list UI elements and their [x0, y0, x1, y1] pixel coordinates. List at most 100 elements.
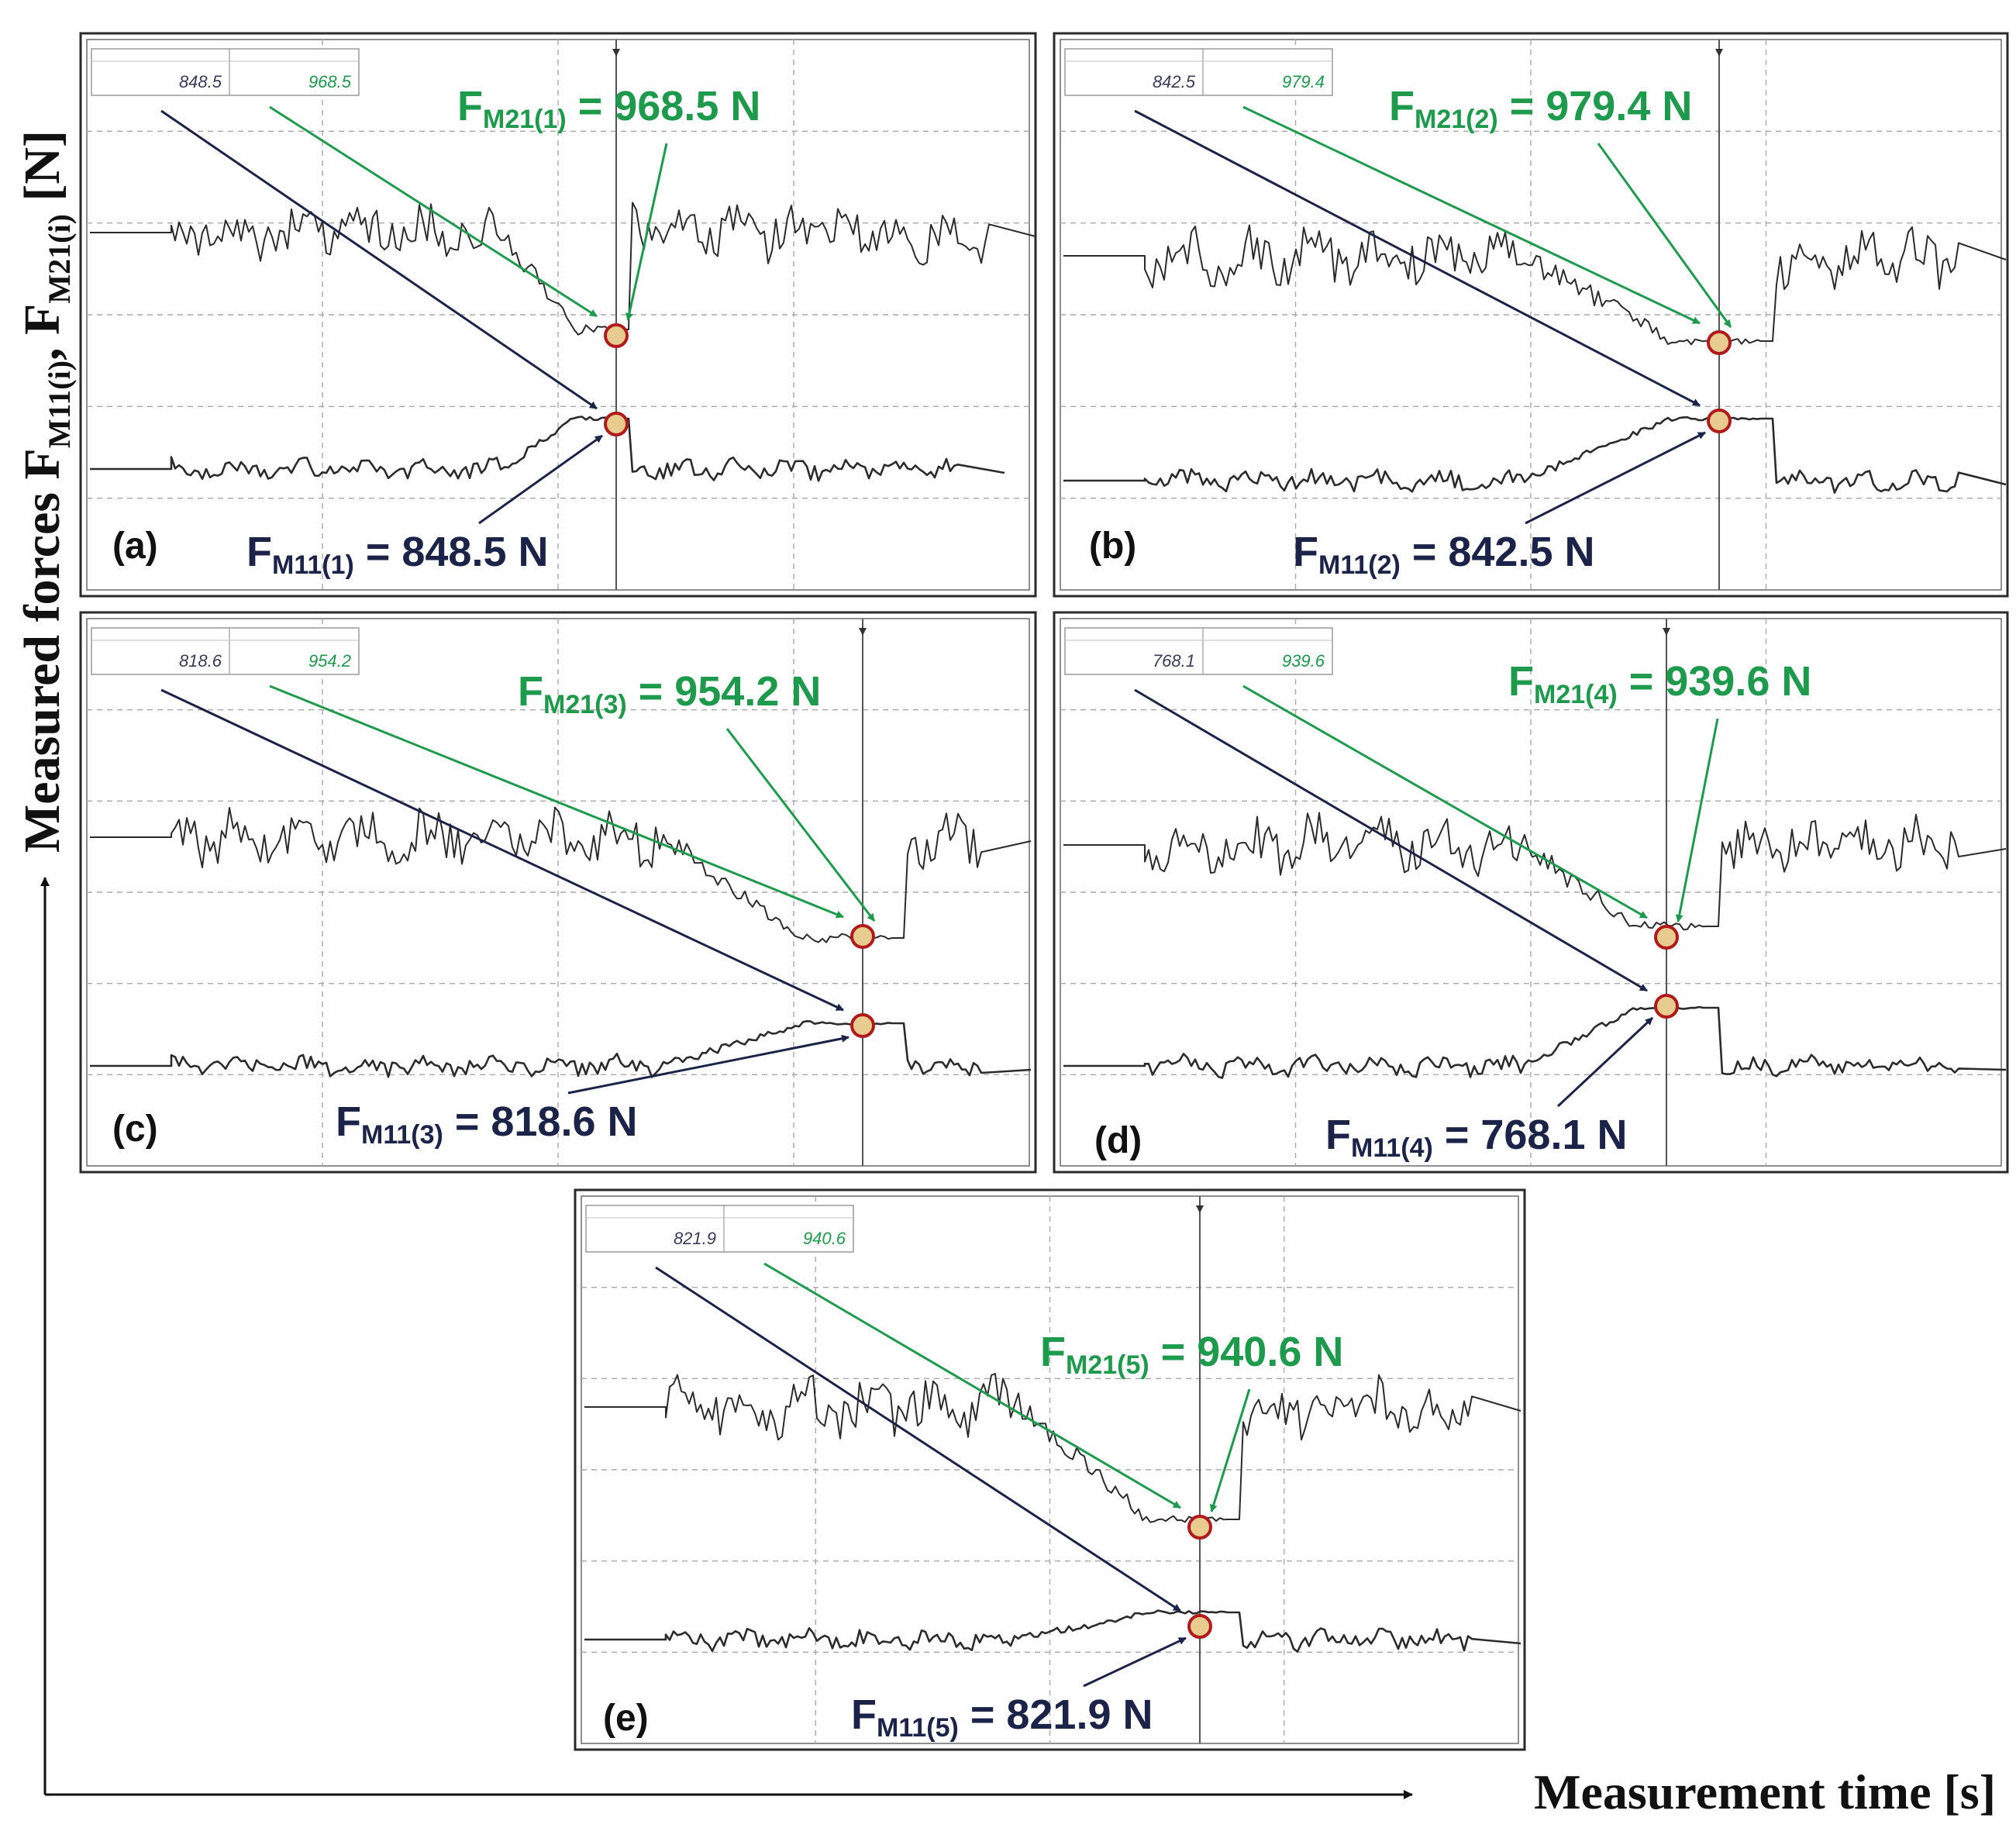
- label-upper-force: FM21(1) = 968.5 N: [457, 83, 760, 134]
- panel-letter: (c): [112, 1109, 158, 1150]
- force-value: = 954.2 N: [627, 668, 822, 715]
- force-value: = 940.6 N: [1149, 1329, 1344, 1375]
- force-value: = 968.5 N: [567, 83, 761, 129]
- arrow-label-to-upper: [1675, 718, 1719, 922]
- readout-box: [585, 1205, 854, 1253]
- arrow-label-to-upper: [1209, 1388, 1251, 1512]
- force-value: = 768.1 N: [1433, 1112, 1628, 1158]
- force-subscript: M11(2): [1318, 550, 1401, 580]
- readout-box: [1064, 48, 1333, 96]
- readout-ch1-value: 768.1: [1153, 651, 1195, 671]
- force-value: = 842.5 N: [1401, 529, 1595, 575]
- y-axis-label-sep: , F: [14, 304, 71, 360]
- trace-upper-ch2: [584, 1373, 1521, 1523]
- y-axis-label-unit: [N]: [14, 130, 71, 214]
- panel-letter: (e): [603, 1698, 649, 1739]
- trace-lower-ch1: [1063, 1005, 2007, 1079]
- arrow-label-to-lower: [567, 1034, 849, 1095]
- marker-upper-point: [1707, 330, 1732, 355]
- arrow-readout-to-upper: [1242, 105, 1701, 325]
- marker-lower-point: [1187, 1614, 1212, 1639]
- force-subscript: M11(4): [1351, 1133, 1433, 1163]
- y-axis-label-main: Measured forces F: [14, 448, 71, 853]
- readout-box: [91, 48, 360, 96]
- x-axis-label: Measurement time [s]: [1534, 1764, 1996, 1819]
- label-upper-force: FM21(2) = 979.4 N: [1389, 83, 1692, 134]
- force-value: = 979.4 N: [1498, 83, 1693, 129]
- force-symbol: F: [246, 529, 272, 575]
- force-symbol: F: [1040, 1329, 1066, 1375]
- label-upper-force: FM21(4) = 939.6 N: [1508, 658, 1811, 709]
- arrow-label-to-lower: [478, 434, 603, 525]
- arrow-readout-to-lower: [1134, 688, 1648, 992]
- force-symbol: F: [1508, 658, 1534, 705]
- label-lower-force: FM11(4) = 768.1 N: [1325, 1112, 1628, 1163]
- marker-upper-point: [604, 323, 629, 348]
- readout-ch2-value: 939.6: [1282, 651, 1325, 671]
- arrow-readout-to-lower: [655, 1266, 1181, 1612]
- marker-upper-point: [850, 924, 875, 949]
- force-value: = 939.6 N: [1618, 658, 1812, 705]
- force-symbol: F: [518, 668, 543, 715]
- chart-panel-e: 821.9 940.6 (e) FM21(5) = 940.6 NF M11(5) = …: [574, 1188, 1526, 1751]
- force-value: = 818.6 N: [443, 1098, 638, 1145]
- readout-ch2-value: 940.6: [803, 1229, 846, 1248]
- force-value: = 821.9 N: [959, 1691, 1153, 1738]
- marker-lower-point: [604, 412, 629, 436]
- marker-lower-point: [1654, 994, 1679, 1019]
- force-subscript: M11(5): [877, 1713, 959, 1743]
- label-lower-force: FM11(3) = 818.6 N: [336, 1098, 638, 1150]
- cursor-marker: [1715, 49, 1723, 57]
- readout-ch1-value: 818.6: [179, 651, 222, 671]
- force-subscript: M11(1): [272, 550, 354, 580]
- arrow-label-to-lower: [1083, 1636, 1187, 1688]
- cursor-marker: [859, 628, 867, 636]
- arrow-readout-to-lower: [1134, 109, 1701, 407]
- arrow-label-to-upper: [725, 728, 876, 922]
- force-subscript: M21(4): [1534, 680, 1618, 709]
- force-symbol: F: [1325, 1112, 1351, 1158]
- marker-upper-point: [1187, 1515, 1212, 1540]
- readout-ch2-value: 954.2: [308, 651, 351, 671]
- readout-ch1-value: 821.9: [674, 1229, 716, 1248]
- arrow-readout-to-upper: [269, 105, 598, 318]
- readout-ch2-value: 979.4: [1282, 72, 1325, 91]
- marker-upper-point: [1654, 925, 1679, 950]
- arrow-label-to-lower: [1525, 431, 1706, 525]
- trace-lower-ch1: [1063, 416, 2007, 494]
- label-lower-force: FM11(1) = 848.5 N: [246, 529, 549, 580]
- trace-lower-ch1: [584, 1609, 1521, 1653]
- marker-lower-point: [850, 1013, 875, 1038]
- force-subscript: M11(3): [361, 1120, 443, 1150]
- marker-lower-point: [1707, 409, 1732, 433]
- arrow-label-to-upper: [625, 143, 668, 321]
- panel-letter: (a): [112, 526, 158, 567]
- force-value: = 848.5 N: [354, 529, 549, 575]
- trace-upper-ch2: [90, 806, 1032, 943]
- cursor-marker: [1196, 1205, 1204, 1213]
- arrow-readout-to-upper: [763, 1262, 1181, 1509]
- readout-box: [91, 627, 360, 675]
- y-axis-label-sub2: M21(i): [42, 214, 77, 304]
- label-upper-force: FM21(3) = 954.2 N: [518, 668, 821, 719]
- readout-ch1-value: 848.5: [179, 72, 222, 91]
- panel-letter: (b): [1089, 526, 1136, 567]
- arrow-readout-to-lower: [160, 688, 844, 1012]
- arrow-readout-to-lower: [160, 109, 598, 410]
- force-symbol: F: [1293, 529, 1318, 575]
- trace-lower-ch1: [90, 1020, 1032, 1078]
- arrow-label-to-lower: [1556, 1016, 1654, 1108]
- cursor-marker: [1663, 628, 1670, 636]
- trace-lower-ch1: [90, 416, 1005, 482]
- arrow-label-to-upper: [1597, 143, 1732, 328]
- cursor-marker: [612, 49, 620, 57]
- force-subscript: M21(1): [483, 105, 567, 134]
- label-upper-force: FM21(5) = 940.6 N: [1040, 1329, 1343, 1380]
- trace-upper-ch2: [90, 202, 1036, 336]
